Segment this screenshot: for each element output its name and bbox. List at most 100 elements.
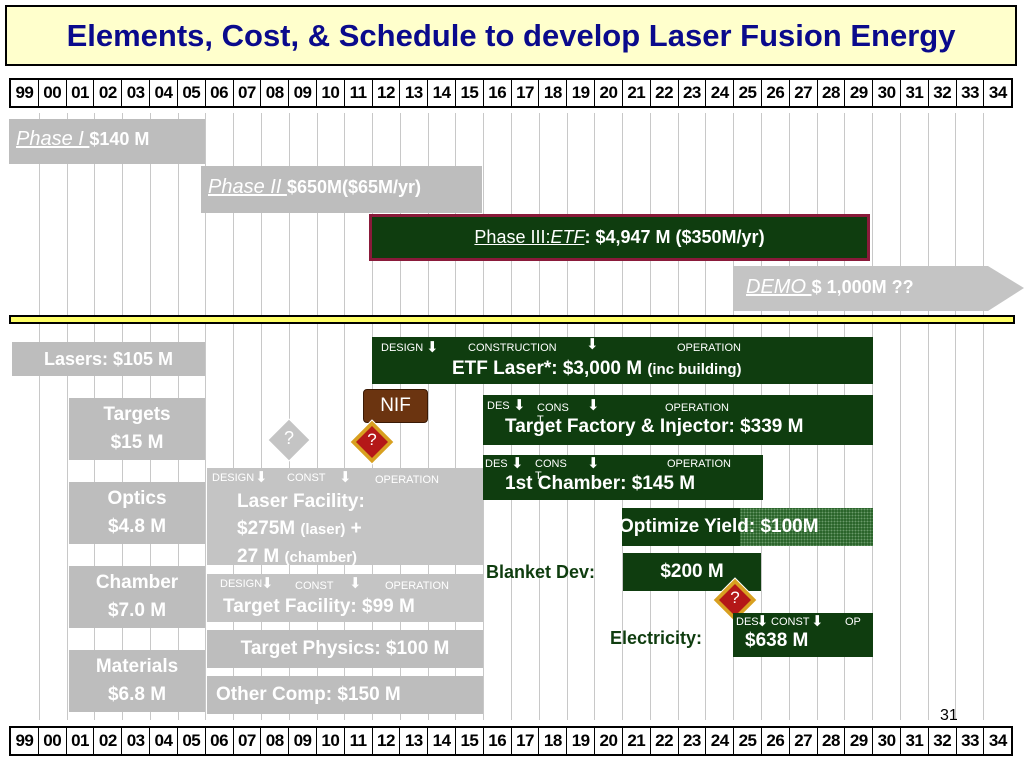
year-bottom-08: 08 xyxy=(261,728,290,754)
target-facility-design-arrow-icon: ⬇ xyxy=(261,575,274,592)
electricity-cost: $638 M xyxy=(745,630,809,651)
targets-cost: $15 M xyxy=(110,432,164,453)
question-diamond-orange-2 xyxy=(712,577,758,623)
target-factory-des-arrow-icon: ⬇ xyxy=(513,397,526,414)
materials-box: Materials $6.8 M xyxy=(69,650,205,712)
other-comp-label: Other Comp: $150 M xyxy=(216,684,401,705)
laser-facility-const-label: CONST xyxy=(287,472,326,484)
question-diamond-orange-1 xyxy=(349,419,395,465)
year-bottom-26: 26 xyxy=(762,728,790,754)
target-factory-des-label: DES xyxy=(487,400,510,412)
target-physics-box: Target Physics: $100 M xyxy=(207,630,483,668)
laser-facility-box: DESIGN ⬇ CONST ⬇ OPERATION Laser Facilit… xyxy=(207,468,483,567)
laser-facility-design-arrow-icon: ⬇ xyxy=(255,469,268,486)
targets-box: Targets $15 M xyxy=(69,398,205,460)
year-top-10: 10 xyxy=(317,80,345,106)
year-top-12: 12 xyxy=(373,80,401,106)
phase-3-label: Phase III: xyxy=(474,227,551,247)
phase-2-bar: Phase II $650M($65M/yr) xyxy=(201,166,482,213)
year-top-34: 34 xyxy=(988,83,1007,102)
etf-laser-operation-label: OPERATION xyxy=(677,342,741,354)
year-top-30: 30 xyxy=(873,80,901,106)
year-top-24: 24 xyxy=(706,80,735,106)
question-mark-orange-2: ? xyxy=(730,588,740,607)
target-factory-cons-t-label: T xyxy=(537,414,544,426)
year-bottom-03: 03 xyxy=(122,728,151,754)
laser-facility-chamber-cost: 27 M xyxy=(237,546,285,567)
year-top-31: 31 xyxy=(901,80,929,106)
phase-1-cost: $140 M xyxy=(89,129,150,149)
year-top-06: 06 xyxy=(206,80,234,106)
year-bottom-07: 07 xyxy=(234,728,262,754)
page-title: Elements, Cost, & Schedule to develop La… xyxy=(66,17,956,53)
target-facility-operation-label: OPERATION xyxy=(385,580,449,592)
year-top-04: 04 xyxy=(150,80,178,106)
optimize-yield-pattern xyxy=(740,508,873,546)
year-bottom-99: 99 xyxy=(11,728,39,754)
year-bottom-02: 02 xyxy=(94,728,123,754)
etf-laser-construction-arrow-icon: ⬇ xyxy=(586,336,599,353)
year-top-08: 08 xyxy=(261,80,290,106)
year-bottom-24: 24 xyxy=(706,728,735,754)
year-bottom-16: 16 xyxy=(484,728,512,754)
year-bottom-32: 32 xyxy=(929,728,957,754)
year-bottom-09: 09 xyxy=(289,728,317,754)
first-chamber-bar: DES ⬇ CONS T ⬇ OPERATION 1st Chamber: $1… xyxy=(483,455,763,500)
gridline xyxy=(316,113,318,720)
blanket-dev-cost: $200 M xyxy=(660,561,724,582)
year-bottom-01: 01 xyxy=(67,728,95,754)
laser-facility-laser-cost: $275M xyxy=(237,518,301,539)
year-bottom-13: 13 xyxy=(400,728,429,754)
year-top-09: 09 xyxy=(289,80,317,106)
target-factory-bar: DES ⬇ CONS T ⬇ OPERATION Target Factory … xyxy=(483,395,873,445)
targets-label: Targets xyxy=(103,404,171,425)
optimize-yield-label: Optimize Yield: $100M xyxy=(619,516,819,537)
target-facility-const-label: CONST xyxy=(295,580,334,592)
demo-label: DEMO xyxy=(746,276,812,298)
year-top-07: 07 xyxy=(234,80,262,106)
year-bottom-23: 23 xyxy=(679,728,707,754)
nif-box: NIF xyxy=(363,389,428,423)
optics-label: Optics xyxy=(107,488,167,509)
optics-cost: $4.8 M xyxy=(107,516,167,537)
year-top-25: 25 xyxy=(734,80,762,106)
gridline xyxy=(233,113,235,720)
year-top-00: 00 xyxy=(39,80,67,106)
target-facility-label: Target Facility: $99 M xyxy=(223,596,415,617)
year-bottom-21: 21 xyxy=(623,728,651,754)
year-bottom-15: 15 xyxy=(456,728,484,754)
question-mark-grey: ? xyxy=(283,428,294,448)
year-top-21: 21 xyxy=(623,80,651,106)
year-bottom-34: 34 xyxy=(988,731,1007,750)
laser-facility-laser-note: (laser) xyxy=(300,521,346,538)
phase-1-label: Phase I xyxy=(16,128,90,150)
target-facility-box: DESIGN ⬇ CONST ⬇ OPERATION Target Facili… xyxy=(207,574,483,622)
lasers-box: Lasers: $105 M xyxy=(12,342,205,376)
year-top-03: 03 xyxy=(122,80,151,106)
laser-facility-chamber-note: (chamber) xyxy=(284,549,358,566)
optimize-yield-bar: Optimize Yield: $100M xyxy=(619,508,873,546)
year-bottom-31: 31 xyxy=(901,728,929,754)
year-bottom-12: 12 xyxy=(373,728,401,754)
phase-2-label: Phase II xyxy=(208,176,287,198)
year-bottom-28: 28 xyxy=(818,728,846,754)
chamber-cost: $7.0 M xyxy=(107,600,167,621)
target-factory-label: Target Factory & Injector: $339 M xyxy=(505,416,804,437)
gridline xyxy=(927,113,929,720)
year-top-99: 99 xyxy=(11,80,39,106)
gridline xyxy=(205,113,207,720)
gridline xyxy=(427,113,429,720)
chamber-label: Chamber xyxy=(95,572,179,593)
year-bottom-25: 25 xyxy=(734,728,762,754)
page-number: 31 xyxy=(940,707,958,724)
year-top-13: 13 xyxy=(400,80,429,106)
target-factory-cons-label: CONS xyxy=(537,402,569,414)
year-top-05: 05 xyxy=(178,80,206,106)
target-facility-design-label: DESIGN xyxy=(220,578,263,590)
year-top-20: 20 xyxy=(595,80,623,106)
lasers-label: Lasers: $105 M xyxy=(43,348,174,369)
first-chamber-cons-arrow-icon: ⬇ xyxy=(587,455,600,472)
gridline xyxy=(899,113,901,720)
